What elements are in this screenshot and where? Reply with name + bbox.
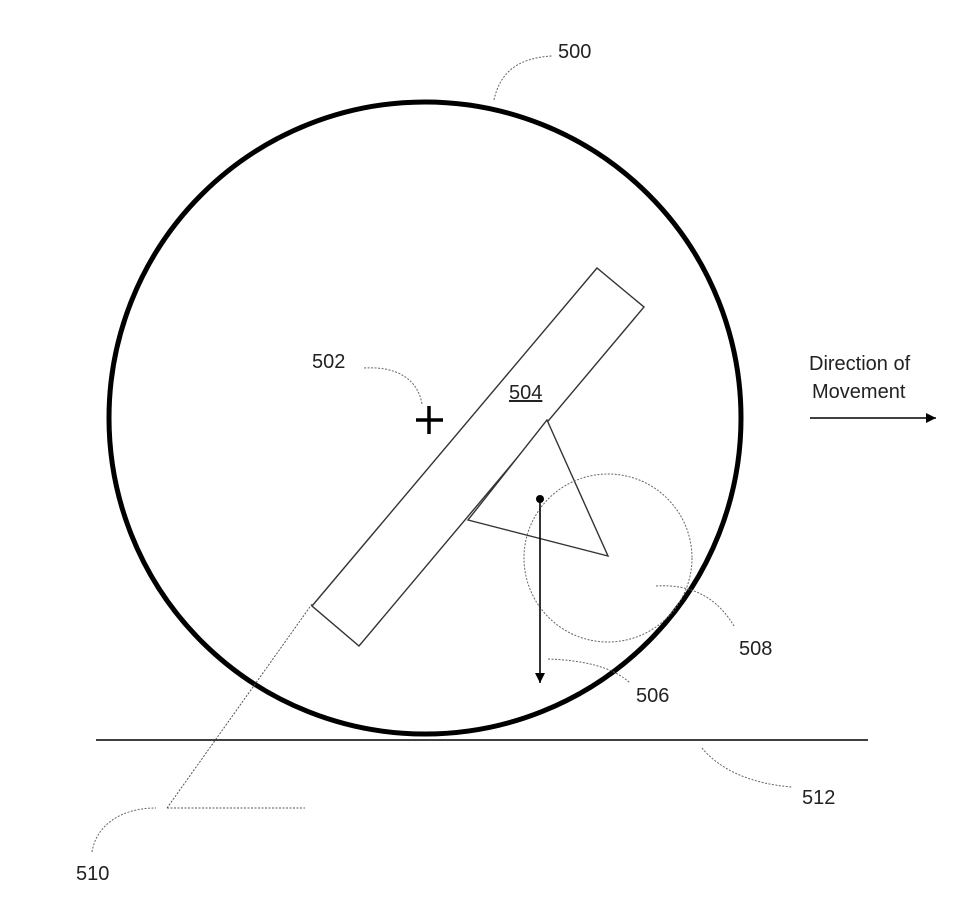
label-510: 510	[76, 863, 109, 885]
direction-label-line2: Movement	[812, 381, 906, 403]
label-508: 508	[739, 638, 772, 660]
leader-500	[493, 55, 553, 101]
label-506: 506	[636, 685, 669, 707]
rod-rectangle	[311, 267, 645, 647]
outer-wheel-circle	[106, 99, 744, 737]
label-500: 500	[558, 41, 591, 63]
leader-506	[547, 658, 631, 684]
label-504: 504	[509, 382, 542, 404]
leader-508	[655, 585, 735, 627]
label-502: 502	[312, 351, 345, 373]
small-circle	[523, 473, 693, 643]
label-512: 512	[802, 787, 835, 809]
weight-triangle	[466, 418, 610, 558]
leader-510	[91, 807, 157, 853]
leader-502	[363, 367, 423, 405]
leader-512	[701, 747, 793, 788]
direction-label-line1: Direction of	[809, 353, 911, 375]
